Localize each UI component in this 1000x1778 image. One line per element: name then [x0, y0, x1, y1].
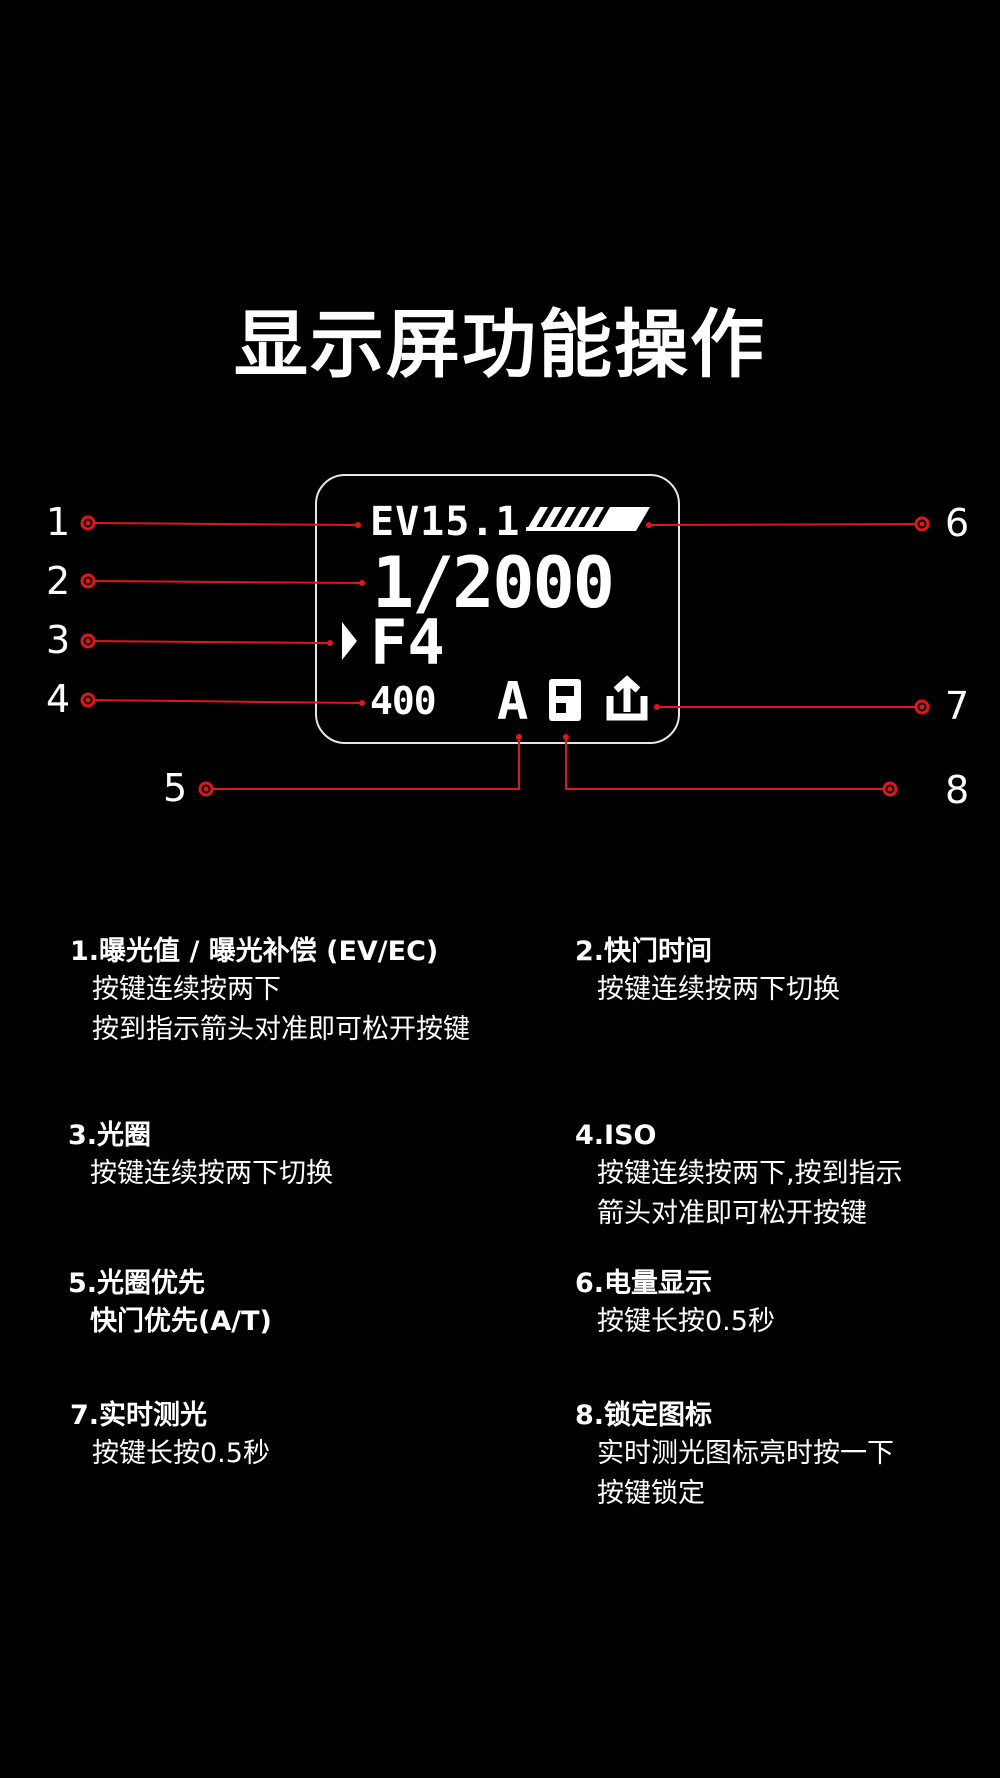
callout-line-2 [87, 580, 363, 584]
description-line: 按键连续按两下,按到指示 [597, 1158, 903, 1190]
callout-number-6: 6 [945, 501, 970, 545]
callout-number-3: 3 [46, 618, 71, 662]
description-3: 3.光圈 按键连续按两下切换 [68, 1118, 508, 1194]
callout-line-5 [206, 737, 520, 790]
description-title: 7.实时测光 [70, 1400, 208, 1431]
lcd-ev-value: EV15.1 [370, 499, 521, 545]
lcd-iso-value: 400 [370, 679, 437, 723]
description-line: 快门优先(A/T) [90, 1306, 272, 1338]
description-title: 2.快门时间 [575, 936, 713, 967]
callout-line-1 [87, 522, 359, 526]
callout-end-4 [359, 700, 365, 706]
callout-line-4 [87, 699, 363, 704]
description-5: 5.光圈优先 快门优先(A/T) [68, 1266, 508, 1342]
description-line: 箭头对准即可松开按键 [597, 1197, 867, 1229]
description-title: 3.光圈 [68, 1120, 152, 1151]
callout-end-3 [327, 640, 333, 646]
description-6: 6.电量显示 按键长按0.5秒 [575, 1266, 1000, 1342]
description-title: 4.ISO [575, 1120, 657, 1151]
callout-end-5 [516, 734, 522, 740]
description-8: 8.锁定图标 实时测光图标亮时按一下 按键锁定 [575, 1398, 1000, 1513]
callout-end-1 [355, 522, 361, 528]
lcd-mode-letter: A [497, 672, 529, 732]
description-line: 按键连续按两下切换 [597, 974, 840, 1006]
description-4: 4.ISO 按键连续按两下,按到指示 箭头对准即可松开按键 [575, 1118, 1000, 1233]
callout-number-5: 5 [163, 766, 188, 810]
description-title: 5.光圈优先 [68, 1268, 206, 1299]
callout-number-8: 8 [945, 768, 970, 812]
page-title: 显示屏功能操作 [234, 302, 766, 388]
callout-line-8 [565, 737, 890, 790]
description-line: 按键长按0.5秒 [92, 1438, 270, 1470]
description-line: 按键连续按两下 [92, 974, 281, 1006]
callout-number-4: 4 [46, 677, 71, 721]
callout-line-6 [648, 523, 923, 526]
description-7: 7.实时测光 按键长按0.5秒 [70, 1398, 510, 1474]
callout-end-8 [563, 734, 569, 740]
lcd-aperture-value: F4 [370, 606, 445, 679]
battery-level-icon [526, 507, 650, 531]
callout-line-3 [87, 640, 331, 644]
description-line: 按到指示箭头对准即可松开按键 [92, 1013, 470, 1045]
lock-icon [549, 679, 581, 721]
description-line: 按键连续按两下切换 [90, 1158, 333, 1190]
description-1: 1.曝光值 / 曝光补偿 (EV/EC) 按键连续按两下 按到指示箭头对准即可松… [70, 934, 510, 1049]
description-2: 2.快门时间 按键连续按两下切换 [575, 934, 1000, 1010]
description-title: 8.锁定图标 [575, 1400, 713, 1431]
callout-number-2: 2 [46, 559, 71, 603]
callout-number-1: 1 [46, 500, 71, 544]
callout-end-2 [359, 580, 365, 586]
callout-lines [80, 507, 930, 797]
live-metering-icon [606, 675, 648, 721]
description-line: 按键锁定 [597, 1477, 705, 1509]
lcd-shutter-value: 1/2000 [372, 542, 615, 624]
description-title: 1.曝光值 / 曝光补偿 (EV/EC) [70, 936, 439, 967]
callout-end-7 [654, 704, 660, 710]
callout-end-6 [646, 522, 652, 528]
description-title: 6.电量显示 [575, 1268, 713, 1299]
description-line: 按键长按0.5秒 [597, 1306, 775, 1338]
selector-arrow-icon [342, 622, 357, 660]
description-line: 实时测光图标亮时按一下 [597, 1438, 894, 1470]
callout-number-7: 7 [945, 684, 970, 728]
lcd-diagram: EV15.1 1/2000 F4 400 A 1 2 3 4 5 6 7 8 [0, 0, 1000, 820]
